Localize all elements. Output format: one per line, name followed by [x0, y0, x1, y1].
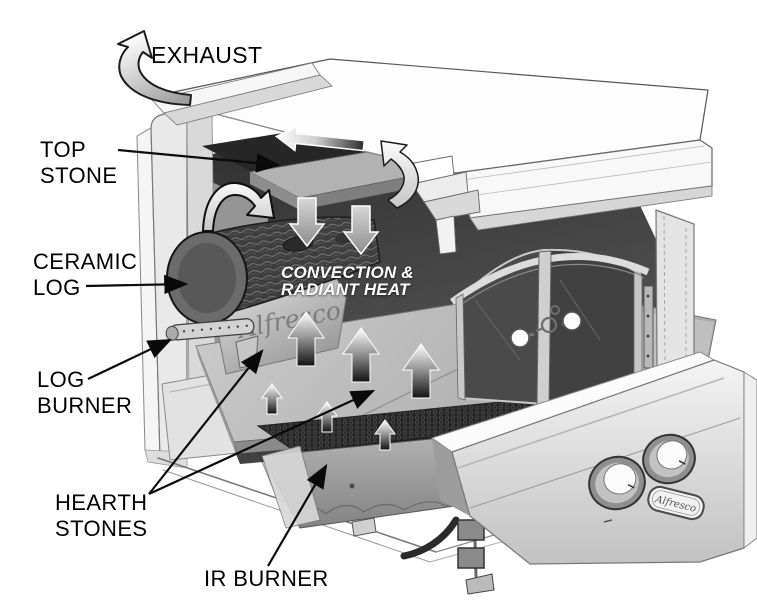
- up-arrow: [287, 311, 325, 367]
- control-panel: Alfresco: [430, 351, 757, 565]
- pointer-log-burner: [87, 338, 173, 380]
- label-exhaust: EXHAUST: [151, 42, 263, 68]
- label-hearth-stones-line1: HEARTH: [55, 490, 148, 515]
- label-ceramic-log-line1: CERAMIC: [33, 249, 138, 274]
- alfresco-badge: Alfresco: [647, 485, 705, 521]
- log-burner-bracket: [235, 335, 259, 369]
- up-arrow: [342, 327, 380, 383]
- exhaust-arrow: [117, 30, 192, 106]
- label-log-burner: LOG BURNER: [37, 367, 132, 419]
- small-up-arrow: [261, 383, 283, 415]
- convection-curl-arrow: [380, 140, 420, 209]
- door-handles: [510, 305, 582, 348]
- up-arrow: [402, 343, 440, 399]
- top-flow-left-arrow: [274, 125, 366, 152]
- label-log-burner-line2: BURNER: [37, 393, 133, 418]
- control-knob-left[interactable]: [582, 450, 651, 517]
- label-ceramic-log: CERAMIC LOG: [33, 249, 137, 301]
- pointer-ir-burner: [267, 463, 328, 567]
- label-log-burner-line1: LOG: [37, 367, 85, 392]
- pointer-top-stone: [117, 148, 281, 173]
- down-arrow: [342, 205, 380, 256]
- roof-fascia: [455, 139, 713, 231]
- down-arrow: [288, 197, 326, 248]
- label-top-stone-line2: STONE: [40, 163, 118, 188]
- roof-assembly: [149, 58, 713, 255]
- log-burner: [165, 318, 255, 341]
- pointer-hearth-1: [148, 349, 264, 495]
- control-knob-right[interactable]: [637, 428, 701, 490]
- label-hearth-stones: HEARTH STONES: [55, 490, 147, 542]
- label-heat-line2: RADIANT HEAT: [281, 280, 410, 299]
- small-up-arrow: [374, 419, 396, 451]
- label-heat-line1: CONVECTION &: [281, 263, 414, 282]
- label-top-stone: TOP STONE: [40, 137, 117, 189]
- label-convection-radiant-heat: CONVECTION & RADIANT HEAT: [281, 264, 414, 298]
- pointer-hearth-2: [148, 389, 376, 495]
- label-hearth-stones-line2: STONES: [55, 516, 148, 541]
- door-hinge: [643, 285, 654, 369]
- label-ir-burner: IR BURNER: [204, 566, 329, 591]
- convection-down-arrows: [288, 197, 380, 256]
- label-top-stone-line1: TOP: [40, 137, 87, 162]
- label-ceramic-log-line2: LOG: [33, 275, 81, 300]
- pointer-ceramic-log: [85, 274, 189, 295]
- convection-arch-arrow: [202, 181, 275, 232]
- label-pointers: [85, 148, 376, 567]
